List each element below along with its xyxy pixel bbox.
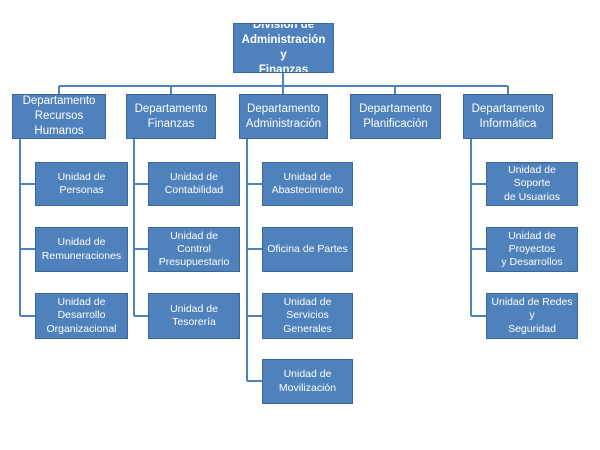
dept-recursos-humanos: Departamento Recursos Humanos [12,94,106,139]
unit-control-presupuestario: Unidad de Control Presupuestario [148,227,240,272]
root-node: División de Administración y Finanzas [233,23,334,73]
dept-finanzas: Departamento Finanzas [126,94,216,139]
unit-remuneraciones: Unidad de Remuneraciones [35,227,128,272]
unit-movilizacion: Unidad de Movilización [262,359,353,404]
unit-soporte-usuarios: Unidad de Soporte de Usuarios [486,162,578,206]
unit-servicios-generales: Unidad de Servicios Generales [262,293,353,339]
dept-informatica: Departamento Informática [463,94,553,139]
unit-personas: Unidad de Personas [35,162,128,206]
unit-redes-seguridad: Unidad de Redes y Seguridad [486,293,578,339]
dept-planificacion: Departamento Planificación [350,94,441,139]
unit-tesoreria: Unidad de Tesorería [148,293,240,339]
unit-abastecimiento: Unidad de Abastecimiento [262,162,353,206]
unit-proyectos-desarrollos: Unidad de Proyectos y Desarrollos [486,227,578,272]
unit-contabilidad: Unidad de Contabilidad [148,162,240,206]
dept-administracion: Departamento Administración [239,94,328,139]
unit-oficina-de-partes: Oficina de Partes [262,227,353,272]
unit-desarrollo-organizacional: Unidad de Desarrollo Organizacional [35,293,128,339]
